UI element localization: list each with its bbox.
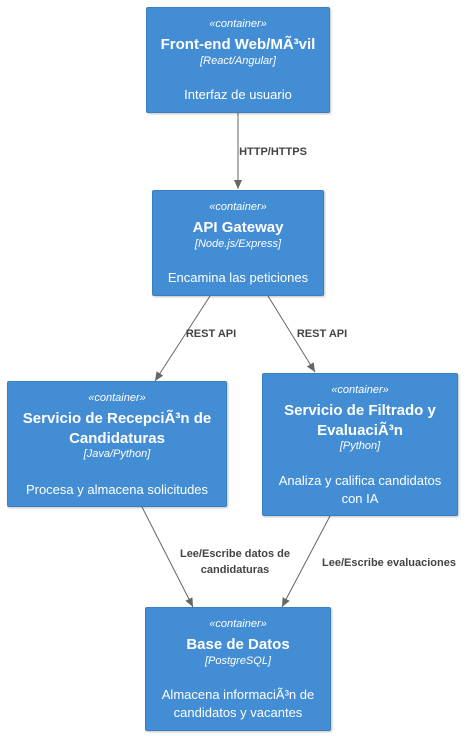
node-frontend-stereotype: «container» (209, 18, 267, 30)
edge-label-rest-recepcion: REST API (171, 326, 251, 342)
edge-label-recepcion-db: Lee/Escribe datos de candidaturas (160, 546, 310, 578)
node-gateway-stereotype: «container» (209, 201, 267, 213)
node-api-gateway[interactable]: «container» API Gateway [Node.js/Express… (152, 190, 324, 296)
node-recepcion-stereotype: «container» (88, 392, 146, 404)
edge-label-rest-filtrado: REST API (282, 326, 362, 342)
node-basedatos-desc-line1: Almacena informaciÃ³n de (161, 687, 315, 702)
node-recepcion-desc: Procesa y almacena solicitudes (25, 482, 209, 497)
edge-label-filtrado-db: Lee/Escribe evaluaciones (312, 555, 466, 571)
node-recepcion-tech: [Java/Python] (83, 448, 151, 460)
edge-gateway-filtrado (267, 295, 316, 373)
edge-label-rest-recepcion-text: REST API (185, 328, 237, 340)
node-filtrado-tech: [Python] (339, 440, 381, 452)
node-frontend-tech: [React/Angular] (200, 55, 276, 67)
node-recepcion[interactable]: «container» Servicio de RecepciÃ³n de Ca… (7, 381, 227, 507)
node-filtrado-stereotype: «container» (331, 384, 389, 396)
node-base-de-datos[interactable]: «container» Base de Datos [PostgreSQL] A… (145, 607, 331, 731)
edge-label-http-text: HTTP/HTTPS (239, 146, 307, 158)
node-recepcion-title-line1: Servicio de RecepciÃ³n de (22, 410, 212, 427)
node-gateway-desc: Encamina las peticiones (167, 270, 309, 285)
edge-label-filtrado-db-text: Lee/Escribe evaluaciones (322, 557, 456, 569)
node-filtrado[interactable]: «container» Servicio de Filtrado y Evalu… (262, 373, 458, 516)
edge-filtrado-db (281, 515, 331, 608)
edge-label-rest-filtrado-text: REST API (296, 328, 348, 340)
node-gateway-tech: [Node.js/Express] (194, 238, 282, 250)
node-basedatos-tech: [PostgreSQL] (204, 655, 272, 667)
node-filtrado-desc-line1: Analiza y califica candidatos (278, 473, 442, 488)
edge-label-recepcion-db-line1: Lee/Escribe datos de (179, 548, 291, 560)
edge-recepcion-db (141, 506, 194, 608)
edge-gateway-recepcion (154, 295, 211, 382)
node-basedatos-stereotype: «container» (209, 618, 267, 630)
node-filtrado-desc-line2: con IA (341, 491, 379, 506)
node-gateway-title: API Gateway (192, 219, 284, 236)
node-frontend-title: Front-end Web/MÃ³vil (160, 36, 316, 53)
node-filtrado-title-line1: Servicio de Filtrado y (284, 402, 436, 419)
node-frontend[interactable]: «container» Front-end Web/MÃ³vil [React/… (146, 7, 330, 113)
node-frontend-desc: Interfaz de usuario (184, 87, 292, 102)
node-basedatos-title: Base de Datos (186, 636, 290, 653)
node-basedatos-desc-line2: candidatos y vacantes (173, 705, 303, 720)
edge-label-recepcion-db-line2: candidaturas (200, 564, 270, 576)
edge-label-http: HTTP/HTTPS (228, 144, 318, 160)
node-filtrado-title-line2: EvaluaciÃ³n (317, 422, 403, 439)
node-recepcion-title-line2: Candidaturas (69, 430, 165, 447)
